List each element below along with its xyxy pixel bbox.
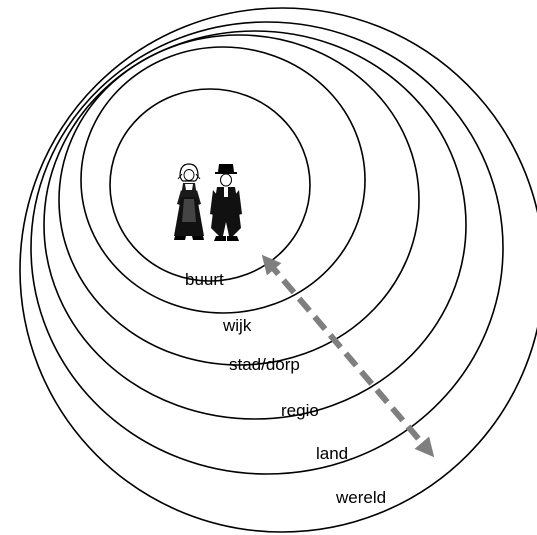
dutch-couple-icon bbox=[174, 163, 242, 241]
double-headed-dashed-arrow-icon bbox=[261, 254, 435, 458]
man-figure-icon bbox=[210, 164, 242, 241]
ring-wereld bbox=[19, 7, 537, 533]
ring-land bbox=[30, 21, 504, 475]
ring-label-regio: regio bbox=[281, 401, 319, 420]
ring-label-buurt: buurt bbox=[185, 270, 224, 289]
ring-regio bbox=[43, 30, 467, 420]
ring-stad-dorp bbox=[58, 34, 420, 366]
ring-label-land: land bbox=[316, 444, 348, 463]
ring-wijk bbox=[80, 46, 366, 314]
ring-label-stad-dorp: stad/dorp bbox=[229, 355, 300, 374]
ring-buurt bbox=[109, 88, 311, 282]
ring-label-wijk: wijk bbox=[222, 316, 252, 335]
ring-label-wereld: wereld bbox=[335, 488, 386, 507]
woman-figure-icon bbox=[174, 163, 204, 240]
